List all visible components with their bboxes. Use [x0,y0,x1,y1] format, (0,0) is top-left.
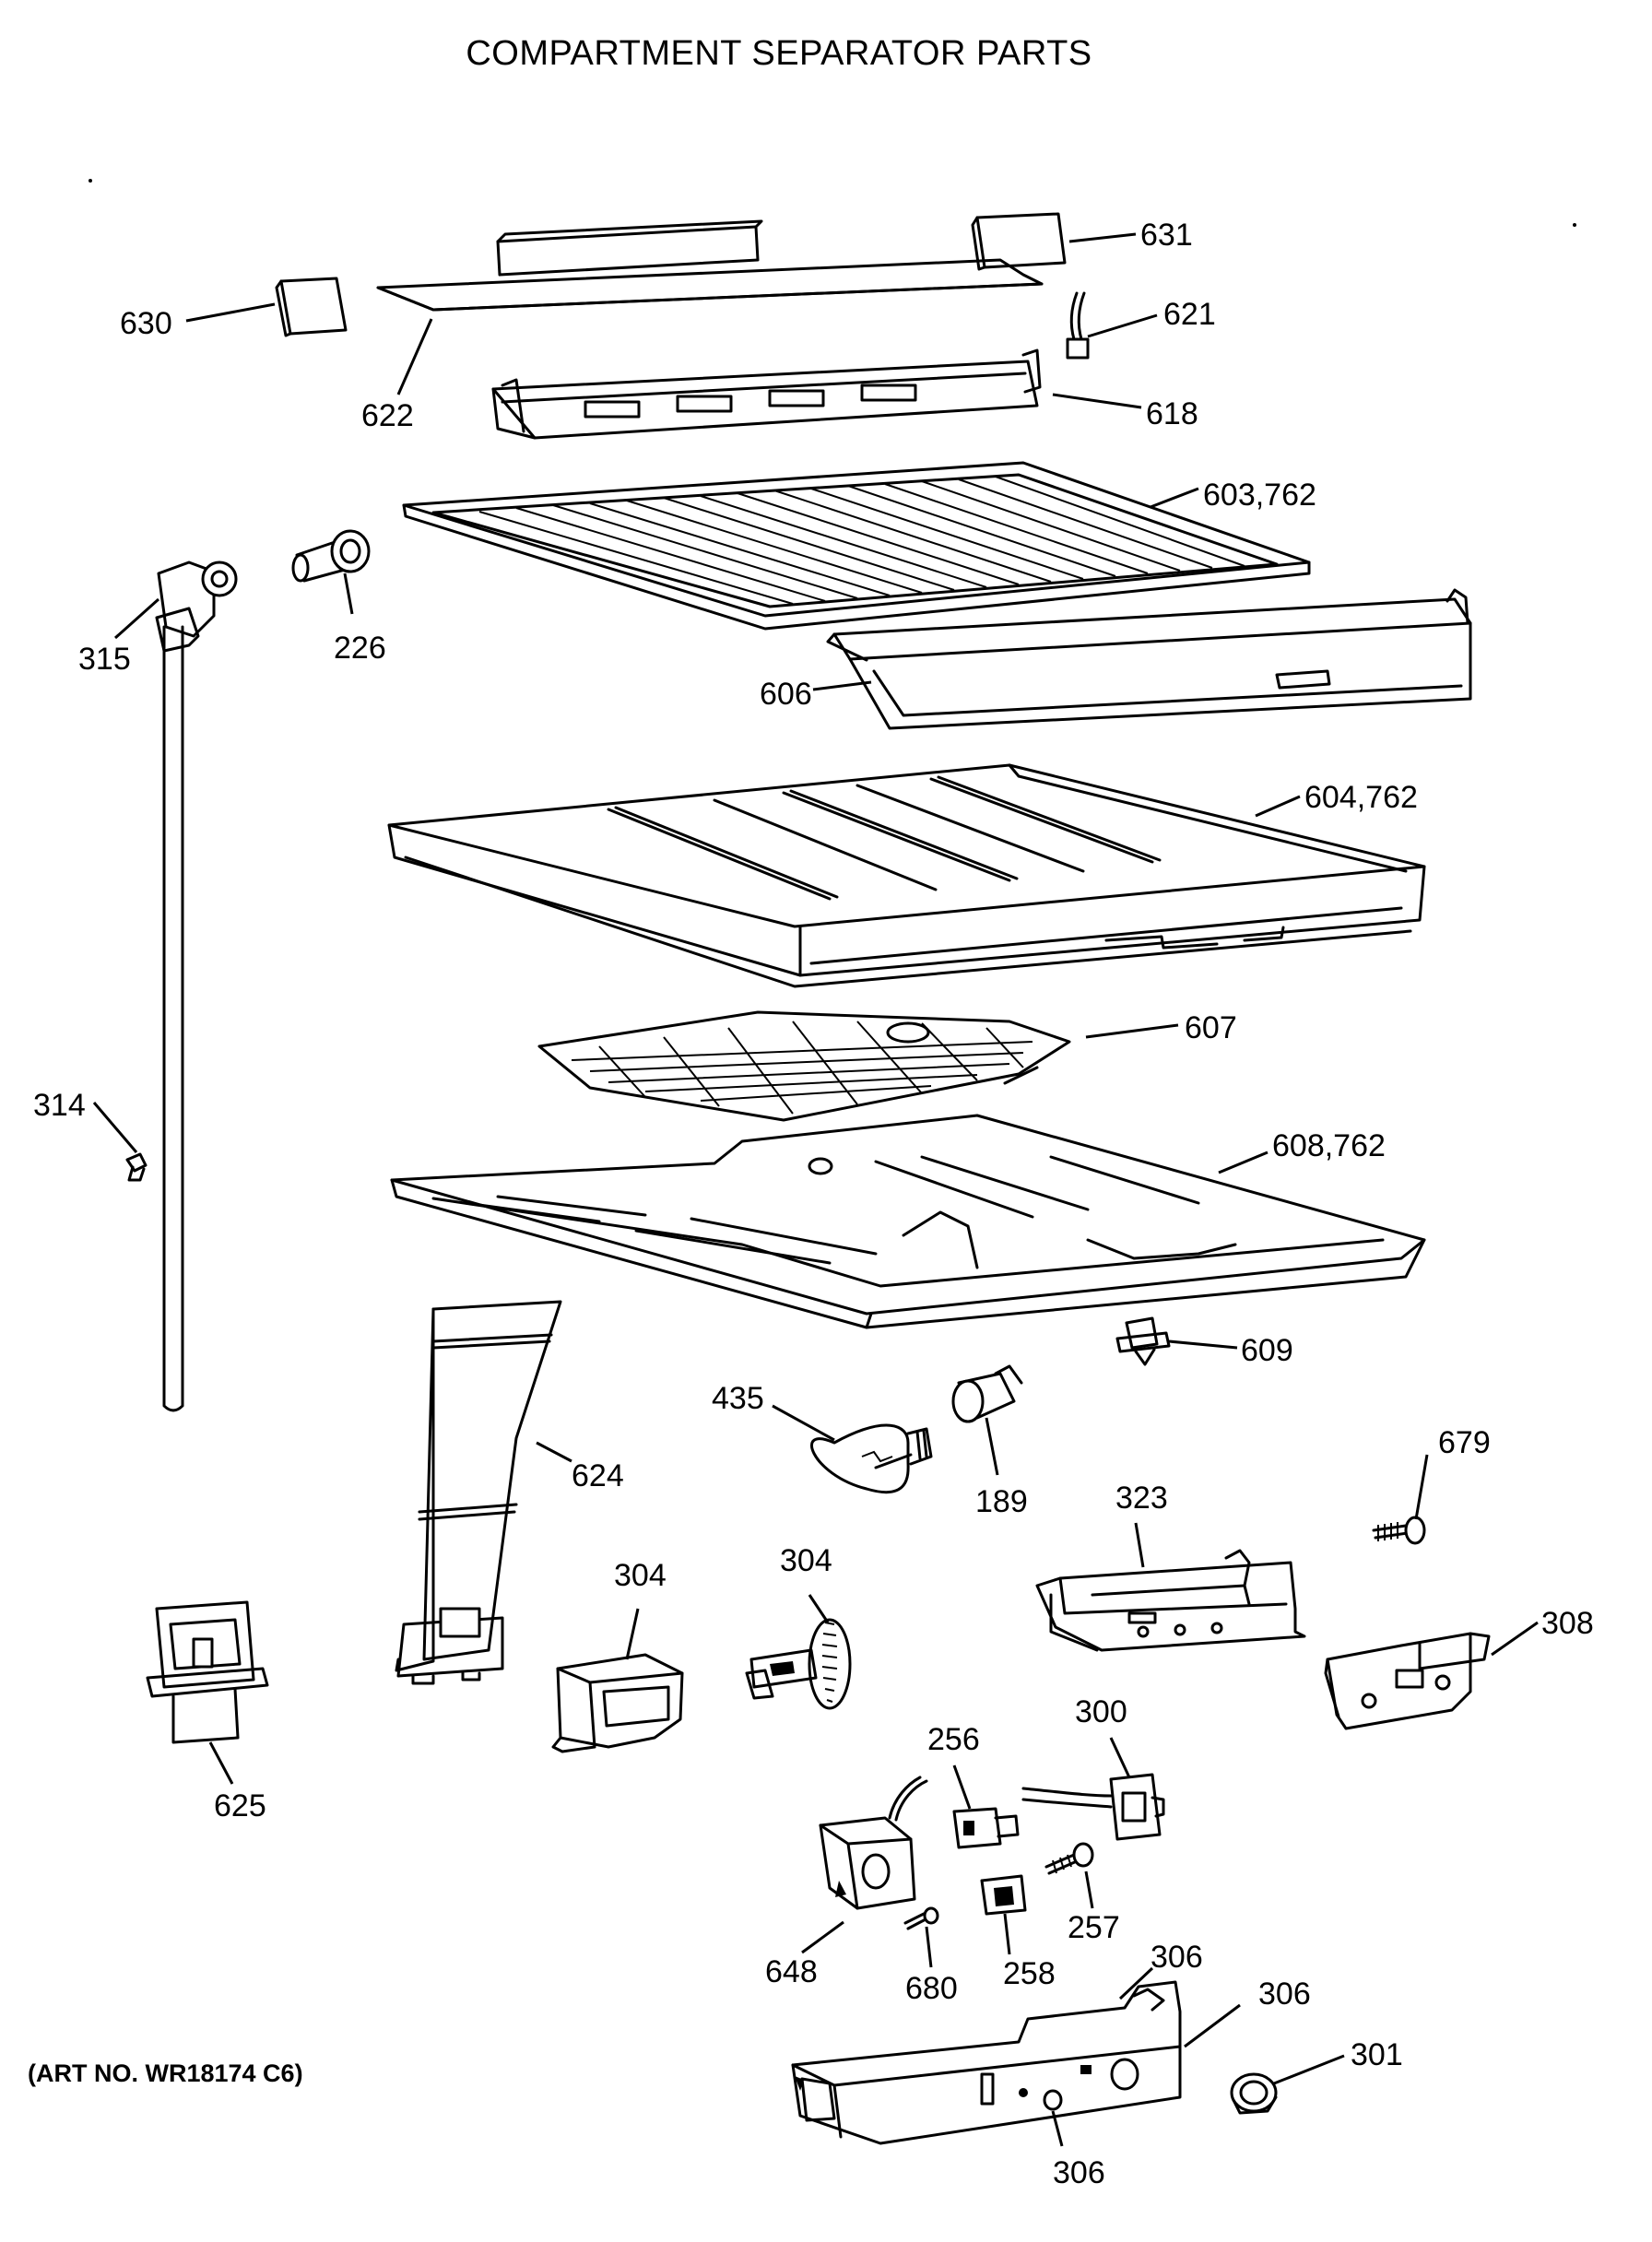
part-621-wire [1066,291,1090,360]
part-323-bracket [1035,1549,1306,1652]
part-301-knob [1230,2072,1278,2115]
part-435-bulb [810,1423,933,1494]
callout-323: 323 [1115,1481,1168,1516]
diagram-title: COMPARTMENT SEPARATOR PARTS [466,34,1092,73]
callout-314: 314 [33,1088,86,1123]
part-306-housing [791,1980,1182,2145]
callout-680: 680 [905,1971,958,2006]
callout-609: 609 [1241,1333,1293,1368]
art-number: (ART NO. WR18174 C6) [28,2059,303,2087]
callout-301: 301 [1351,2037,1403,2072]
part-607-mesh-screen [537,1010,1071,1122]
callout-226: 226 [334,631,386,666]
part-257-screw [1044,1842,1094,1875]
callout-625: 625 [214,1788,266,1823]
part-258-cover [980,1874,1027,1916]
callout-308: 308 [1541,1606,1594,1641]
callout-648: 648 [765,1954,818,1989]
part-622-top-cover [376,219,1044,312]
part-304-dial [745,1618,852,1710]
part-618-bracket [491,348,1042,440]
part-625-housing [146,1600,269,1744]
callout-189: 189 [975,1484,1028,1519]
callout-679: 679 [1438,1425,1491,1460]
part-631-end-cap [971,212,1067,271]
leader-lines [92,232,1539,2147]
part-226-roller [291,529,371,583]
callout-258: 258 [1003,1956,1056,1991]
part-679-screw [1372,1516,1426,1545]
callout-630: 630 [120,306,172,341]
part-603-shelf [402,461,1311,631]
callout-300: 300 [1075,1694,1127,1729]
callout-621: 621 [1163,297,1216,332]
callout-603: 603,762 [1203,478,1316,513]
part-624-duct [395,1300,562,1685]
callout-304a: 304 [614,1558,667,1593]
callout-622: 622 [361,398,414,433]
callout-624: 624 [572,1458,624,1493]
callout-306b: 306 [1258,1976,1311,2012]
callout-604: 604,762 [1304,780,1418,815]
callout-608: 608,762 [1272,1128,1386,1163]
part-300-switch [1021,1773,1165,1841]
part-189-socket [951,1364,1023,1423]
callout-257: 257 [1068,1910,1120,1945]
callout-306a: 306 [1150,1940,1203,1975]
part-608-bottom-pan [390,1114,1426,1329]
callout-607: 607 [1185,1010,1237,1045]
part-606-channel [826,588,1472,730]
part-604-pan [387,763,1426,988]
callout-306c: 306 [1053,2155,1105,2190]
callout-256: 256 [927,1722,980,1757]
part-308-plate [1324,1632,1491,1730]
part-314-clip [125,1152,148,1182]
part-315-rod [155,560,238,1412]
callout-304b: 304 [780,1543,832,1578]
part-256-switch [952,1807,1020,1849]
part-680-screw [903,1906,939,1930]
callout-606: 606 [760,677,812,712]
callout-435: 435 [712,1381,764,1416]
callout-labels: 631 630 621 622 618 603,762 315 226 606 … [33,218,1594,2190]
part-609-clip [1115,1316,1171,1366]
part-648-motor [819,1776,928,1910]
part-630-end-cap [275,277,348,337]
callout-631: 631 [1140,218,1193,253]
callout-618: 618 [1146,396,1198,431]
part-304-housing [551,1653,684,1753]
callout-315: 315 [78,642,131,677]
